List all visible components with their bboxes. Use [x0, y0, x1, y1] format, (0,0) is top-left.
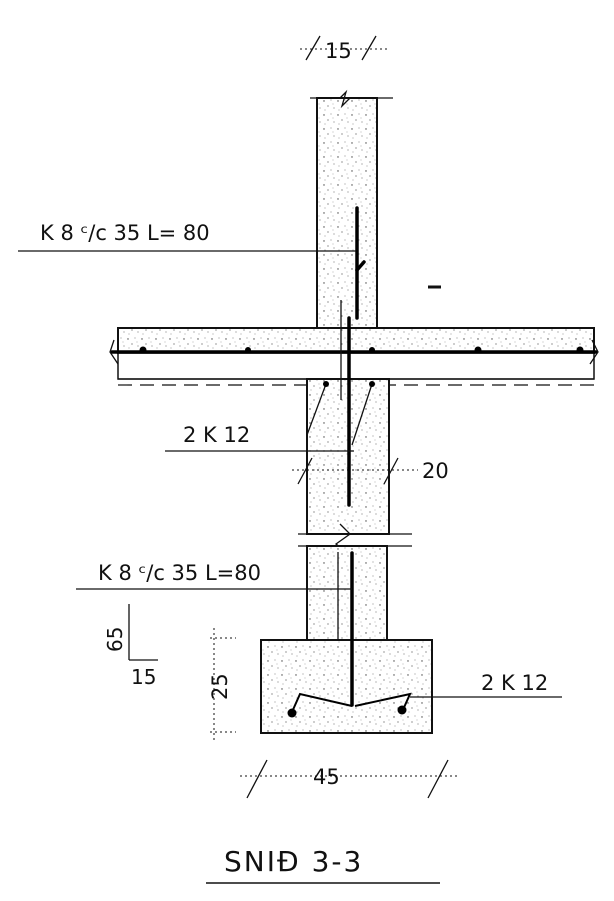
- footing-width-label: 45: [313, 765, 340, 789]
- section-title: SNIÐ 3-3: [206, 845, 440, 884]
- footing-height-label: 25: [208, 673, 232, 700]
- beam: 20: [292, 378, 449, 553]
- footing-bar-dot: [397, 705, 407, 715]
- slab-bar-dot: [474, 346, 482, 354]
- svg-text:2 K 12: 2 K 12: [481, 671, 548, 695]
- slab: [109, 327, 599, 386]
- label-beam-bars: 2 K 12: [165, 423, 354, 452]
- slope-indicator: 65 15: [103, 604, 158, 689]
- slab-bar-dot: [245, 347, 251, 353]
- slope-run-label: 15: [131, 665, 156, 689]
- beam-width-label: 20: [422, 459, 449, 483]
- svg-text:K 8 ᶜ/c 35 L= 80: K 8 ᶜ/c 35 L= 80: [40, 221, 210, 245]
- beam-bar-dot: [323, 381, 329, 387]
- top-dimension: 15: [300, 35, 388, 63]
- beam-bar-dot: [369, 381, 375, 387]
- lower-wall: [306, 545, 388, 641]
- title-text: SNIÐ 3-3: [224, 845, 363, 878]
- svg-text:K 8 ᶜ/c 35 L=80: K 8 ᶜ/c 35 L=80: [98, 561, 261, 585]
- footing-bar-dot: [287, 708, 297, 718]
- dowel-bars: [337, 206, 441, 707]
- label-footing-bars: 2 K 12: [410, 671, 562, 698]
- footing: 45 25: [208, 628, 460, 799]
- slope-rise-label: 65: [103, 627, 127, 652]
- svg-text:2 K 12: 2 K 12: [183, 423, 250, 447]
- label-lower-dowel: K 8 ᶜ/c 35 L=80: [76, 561, 352, 590]
- slab-bar-dot: [369, 347, 375, 353]
- slab-bar-dot: [139, 346, 147, 354]
- label-upper-dowel: K 8 ᶜ/c 35 L= 80: [18, 221, 356, 252]
- wall-thickness-label: 15: [325, 39, 352, 63]
- upper-wall: [310, 89, 393, 329]
- slab-bar-dot: [576, 346, 584, 354]
